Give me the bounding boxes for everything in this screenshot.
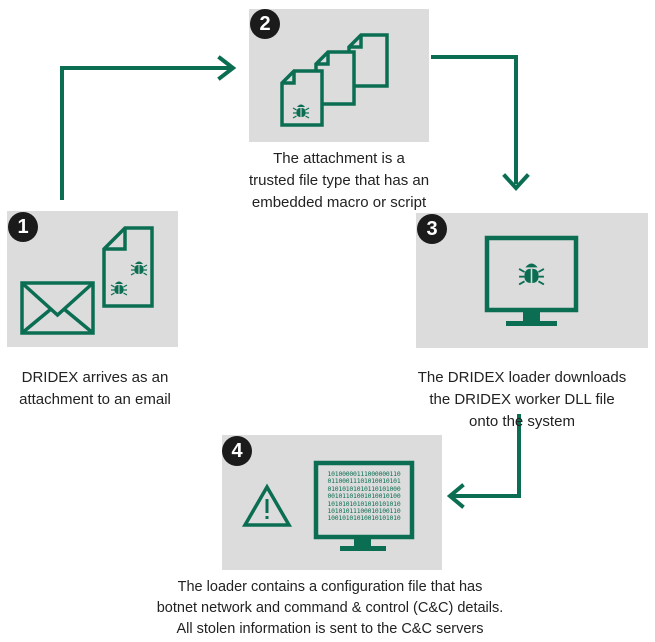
arrow-head-1 (217, 55, 237, 81)
bug-icon (518, 263, 545, 286)
step2-caption: The attachment is a trusted file type th… (248, 150, 430, 211)
step3-number-badge: 3 (417, 214, 447, 244)
step4-caption: The loader contains a configuration file… (156, 579, 504, 637)
step2-number-badge: 2 (250, 9, 280, 39)
envelope-icon (20, 281, 95, 335)
binary-code-text: 10100000111000000110 0110001110101001010… (327, 470, 401, 523)
step3-panel (416, 213, 648, 348)
step2-panel (249, 9, 429, 142)
monitor-binary-icon (313, 460, 415, 551)
step4-illustration (241, 460, 415, 551)
arrow-head-2 (502, 173, 530, 191)
step3-caption: The DRIDEX loader downloads the DRIDEX w… (417, 369, 627, 430)
bug-icon (110, 281, 128, 296)
step4-number-badge: 4 (222, 436, 252, 466)
bug-icon (292, 104, 310, 119)
step4-panel: 10100000111000000110 0110001110101001010… (222, 435, 442, 570)
arrow-head-3 (446, 483, 465, 509)
monitor-icon (484, 235, 579, 326)
step1-number-badge: 1 (8, 212, 38, 242)
infected-document-icon (102, 226, 154, 308)
step1-caption: DRIDEX arrives as an attachment to an em… (19, 369, 171, 408)
arrow-step1-to-step2 (60, 66, 230, 200)
arrow-step3-to-step4 (450, 414, 521, 498)
bug-icon (130, 261, 148, 276)
email-attachment-illustration (20, 226, 154, 335)
stacked-documents-icon (280, 33, 389, 127)
warning-icon (241, 483, 293, 527)
arrow-step2-to-step3 (431, 55, 518, 184)
